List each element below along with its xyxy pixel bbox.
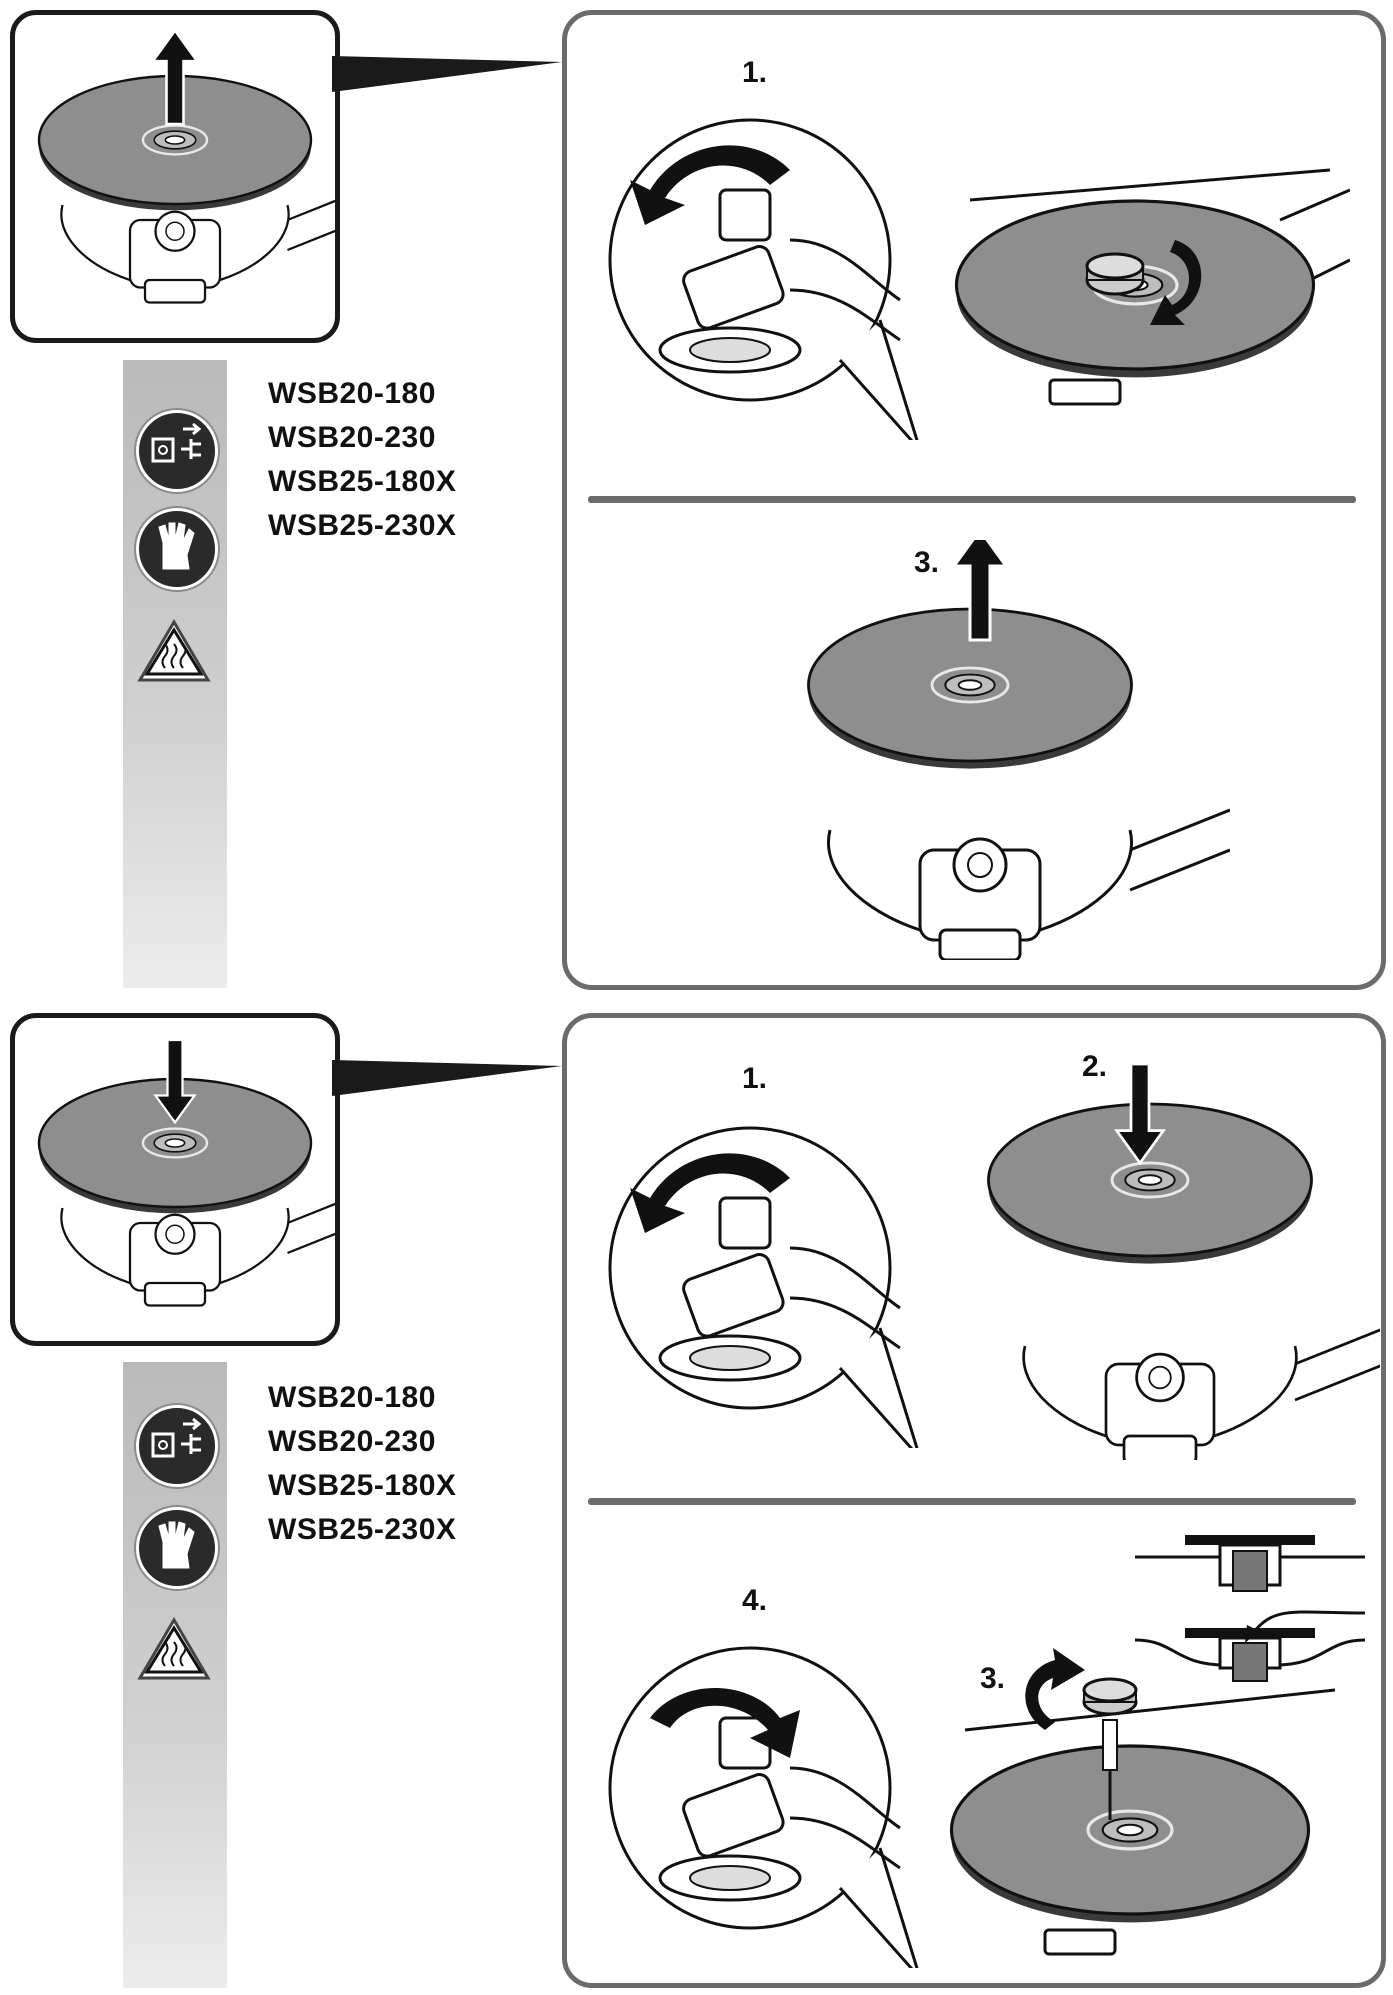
installation-thumbnail bbox=[10, 1013, 340, 1346]
removal-model-list: WSB20-180 WSB20-230 WSB25-180X WSB25-230… bbox=[268, 372, 568, 548]
model-name: WSB25-180X bbox=[268, 465, 457, 498]
gloves-icon bbox=[136, 508, 218, 590]
step-3-label: 3. bbox=[914, 546, 940, 579]
model-name: WSB20-230 bbox=[268, 1425, 436, 1458]
loosen-nut-illustration bbox=[954, 168, 1350, 406]
remove-disc-illustration bbox=[807, 540, 1230, 960]
turn-nut-arrow-icon bbox=[1150, 240, 1202, 325]
model-name: WSB25-180X bbox=[268, 1469, 457, 1502]
step-4-label: 4. bbox=[742, 1584, 768, 1617]
unplug-icon bbox=[136, 1405, 218, 1487]
flange-cross-section-illustration bbox=[1135, 1535, 1365, 1682]
model-name: WSB25-230X bbox=[268, 1513, 457, 1546]
unplug-icon bbox=[136, 410, 218, 492]
model-name: WSB20-180 bbox=[268, 377, 436, 410]
step-2-label: 2. bbox=[1082, 1050, 1108, 1083]
step-1-label: 1. bbox=[742, 1062, 768, 1095]
spindle-release-illustration bbox=[608, 1646, 922, 1968]
tighten-nut-illustration bbox=[949, 1648, 1336, 1956]
hot-surface-warning-icon bbox=[134, 1612, 214, 1688]
installation-thumbnail-illustration bbox=[37, 1038, 335, 1307]
installation-model-list: WSB20-180 WSB20-230 WSB25-180X WSB25-230… bbox=[268, 1376, 568, 1552]
rotate-lever-arrow-icon bbox=[650, 1688, 800, 1758]
model-name: WSB25-230X bbox=[268, 509, 457, 542]
hot-surface-warning-icon bbox=[134, 614, 214, 690]
spindle-lock-illustration bbox=[608, 1126, 922, 1448]
installation-divider bbox=[588, 1498, 1356, 1505]
step-1-label: 1. bbox=[742, 56, 768, 89]
model-name: WSB20-180 bbox=[268, 1381, 436, 1414]
removal-divider bbox=[588, 496, 1356, 503]
removal-callout-pointer bbox=[332, 56, 562, 92]
step-3-label: 3. bbox=[980, 1662, 1006, 1695]
installation-callout-pointer bbox=[332, 1060, 562, 1096]
removal-thumbnail bbox=[10, 10, 340, 343]
place-disc-illustration bbox=[987, 1062, 1380, 1460]
removal-thumbnail-illustration bbox=[37, 29, 335, 304]
spindle-lock-illustration bbox=[608, 118, 922, 440]
turn-nut-arrow-icon bbox=[1025, 1648, 1085, 1730]
model-name: WSB20-230 bbox=[268, 421, 436, 454]
gloves-icon bbox=[136, 1507, 218, 1589]
